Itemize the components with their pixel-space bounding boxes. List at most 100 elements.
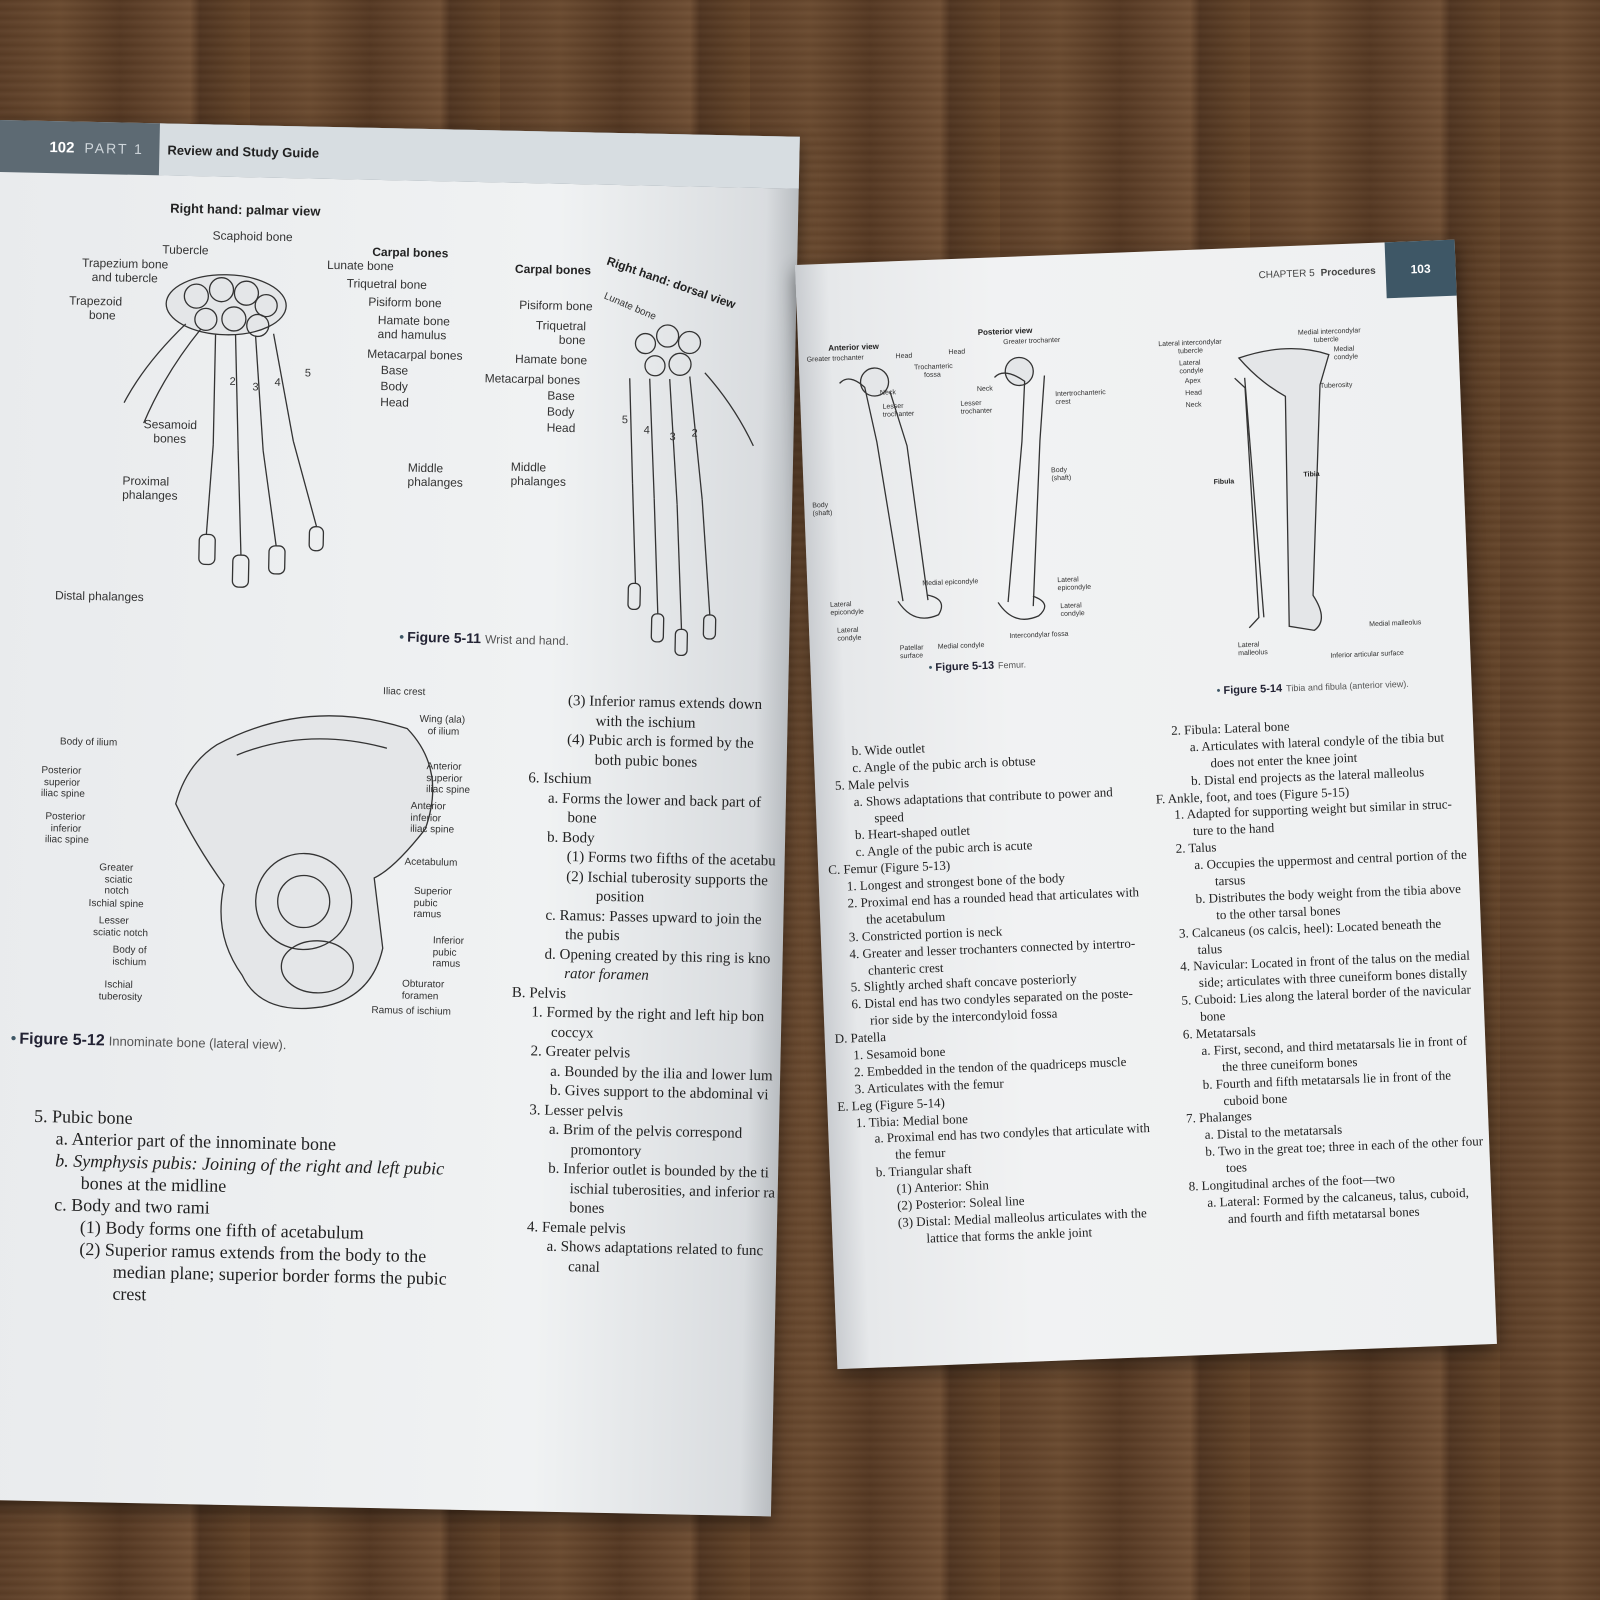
svg-text:2: 2 xyxy=(229,376,235,388)
svg-text:5: 5 xyxy=(622,414,628,426)
figure-5-13-number: Figure 5-13 xyxy=(935,659,995,674)
svg-text:3: 3 xyxy=(252,381,258,393)
label-trapezium: Trapezium bone and tubercle xyxy=(81,255,169,286)
label-lateral-condyle-t: Lateral condyle xyxy=(1178,359,1204,376)
dorsal-hand-illustration: 5 4 3 2 xyxy=(622,324,754,657)
label-body-p: Body (shaft) xyxy=(1050,466,1072,483)
label-lateral-intercondylar: Lateral intercondylar tubercle xyxy=(1158,338,1222,357)
label-lateral-malleolus: Lateral malleolus xyxy=(1237,641,1268,658)
label-greater-sciatic: Greater sciatic notch xyxy=(98,862,134,897)
label-obturator: Obturator foramen xyxy=(401,978,445,1002)
label-lesser-sciatic: Lesser sciatic notch xyxy=(92,915,149,939)
label-head-t: Head xyxy=(1185,389,1203,398)
label-neck-a: Neck xyxy=(879,389,897,397)
label-triquetral: Triquetral bone xyxy=(346,276,428,292)
chapter-number: CHAPTER 5 xyxy=(1258,267,1315,281)
label-medial-intercondylar: Medial intercondylar tubercle xyxy=(1297,327,1361,345)
label-body-ilium: Body of ilium xyxy=(59,736,118,749)
left-page-text-col2: (3) Inferior ramus extends down with the… xyxy=(506,691,776,1281)
label-asis: Anterior superior iliac spine xyxy=(425,761,471,796)
label-body-ischium: Body of ischium xyxy=(112,944,147,968)
label-tubercle: Tubercle xyxy=(162,242,209,258)
innominate-bone-illustration xyxy=(175,715,434,1010)
label-ramus-ischium: Ramus of ischium xyxy=(371,1004,451,1018)
label-intercondylar-fossa: Intercondylar fossa xyxy=(1009,630,1069,641)
label-inferior-articular: Inferior articular surface xyxy=(1330,649,1405,660)
label-body-a: Body (shaft) xyxy=(812,501,833,518)
label-proximal-phalanges: Proximal phalanges xyxy=(122,473,178,503)
label-piis: Posterior inferior iliac spine xyxy=(44,811,89,847)
label-inferior-pubic: Inferior pubic ramus xyxy=(432,935,465,970)
svg-text:5: 5 xyxy=(305,367,311,379)
dorsal-label-triquetral: Triquetral bone xyxy=(535,318,587,348)
tibia-fibula-illustration xyxy=(1234,348,1330,632)
label-aiis: Anterior inferior iliac spine xyxy=(410,800,455,836)
left-page-text-col1: 5. Pubic bone a. Anterior part of the in… xyxy=(30,1106,494,1313)
dorsal-label-head: Head xyxy=(546,420,576,436)
svg-text:2: 2 xyxy=(691,428,697,440)
svg-text:3: 3 xyxy=(669,431,675,443)
label-middle-phalanges: Middle phalanges xyxy=(407,460,464,490)
figure-5-13-text: Femur. xyxy=(997,659,1027,671)
palmar-view-title: Right hand: palmar view xyxy=(170,200,321,219)
label-metacarpal: Metacarpal bones xyxy=(367,346,463,363)
figure-5-12-text: Innominate bone (lateral view). xyxy=(108,1033,287,1053)
figure-5-11-text: Wrist and hand. xyxy=(484,632,570,649)
label-medial-condyle-t: Medial condyle xyxy=(1333,345,1359,362)
label-fibula: Fibula xyxy=(1213,478,1235,487)
label-psis: Posterior superior iliac spine xyxy=(40,765,85,800)
label-hamate: Hamate bone and hamulus xyxy=(377,312,451,343)
label-ischial-tuberosity: Ischial tuberosity xyxy=(98,979,143,1003)
label-head-p: Head xyxy=(948,348,966,357)
label-iliac-crest: Iliac crest xyxy=(382,686,426,699)
right-page-text-col2: 2. Fibula: Lateral bone a. Articulates w… xyxy=(1153,712,1487,1230)
part-label: PART 1 xyxy=(84,139,145,158)
left-page: 102 PART 1 Review and Study Guide Right … xyxy=(0,120,800,1517)
dorsal-label-hamate: Hamate bone xyxy=(514,351,588,368)
figure-5-14-text: Tibia and fibula (anterior view). xyxy=(1285,678,1410,694)
palmar-hand-illustration: 2 3 4 5 xyxy=(123,274,325,588)
label-pisiform: Pisiform bone xyxy=(368,294,442,311)
page-number-left: 102 xyxy=(49,138,75,157)
svg-text:4: 4 xyxy=(274,377,280,389)
label-lunate: Lunate bone xyxy=(326,257,394,274)
dorsal-label-metacarpal: Metacarpal bones xyxy=(484,371,581,388)
figure-5-14-number: Figure 5-14 xyxy=(1223,682,1283,697)
label-superior-pubic: Superior pubic ramus xyxy=(413,885,452,921)
label-medial-malleolus: Medial malleolus xyxy=(1369,619,1422,629)
page-number-right: 103 xyxy=(1384,239,1457,299)
label-body: Body xyxy=(380,379,409,394)
label-head: Head xyxy=(380,395,410,410)
label-sesamoid: Sesamoid bones xyxy=(143,417,198,446)
right-page-header: CHAPTER 5 Procedures 103 xyxy=(1258,239,1457,304)
dorsal-label-middle: Middle phalanges xyxy=(510,459,567,489)
label-scaphoid: Scaphoid bone xyxy=(212,228,293,245)
svg-text:4: 4 xyxy=(644,425,650,437)
label-lateral-epicondyle-p: Lateral epicondyle xyxy=(1057,576,1092,593)
label-acetabulum: Acetabulum xyxy=(404,856,458,869)
label-trapezoid: Trapezoid bone xyxy=(68,293,123,323)
dorsal-label-carpal-bones: Carpal bones xyxy=(514,261,592,278)
label-lesser-trochanter-a: Lesser trochanter xyxy=(882,402,915,419)
dorsal-label-base: Base xyxy=(547,388,575,404)
label-neck-t: Neck xyxy=(1185,401,1202,410)
label-base: Base xyxy=(380,363,409,378)
femur-illustration xyxy=(839,356,1046,620)
label-distal-phalanges: Distal phalanges xyxy=(54,588,144,605)
dorsal-label-body: Body xyxy=(546,404,575,420)
label-apex: Apex xyxy=(1184,377,1201,386)
label-lateral-condyle-p: Lateral condyle xyxy=(1060,602,1085,619)
dorsal-label-pisiform: Pisiform bone xyxy=(519,297,593,314)
label-lateral-condyle-a: Lateral condyle xyxy=(836,626,862,643)
chapter-title: Procedures xyxy=(1320,265,1376,279)
label-lesser-trochanter-p: Lesser trochanter xyxy=(960,399,993,416)
chapter-label: CHAPTER 5 Procedures xyxy=(1258,265,1375,280)
label-tuberosity: Tuberosity xyxy=(1319,381,1353,390)
label-head-a: Head xyxy=(895,352,913,361)
label-wing-ilium: Wing (ala) of ilium xyxy=(419,713,466,738)
label-tibia: Tibia xyxy=(1303,471,1320,479)
